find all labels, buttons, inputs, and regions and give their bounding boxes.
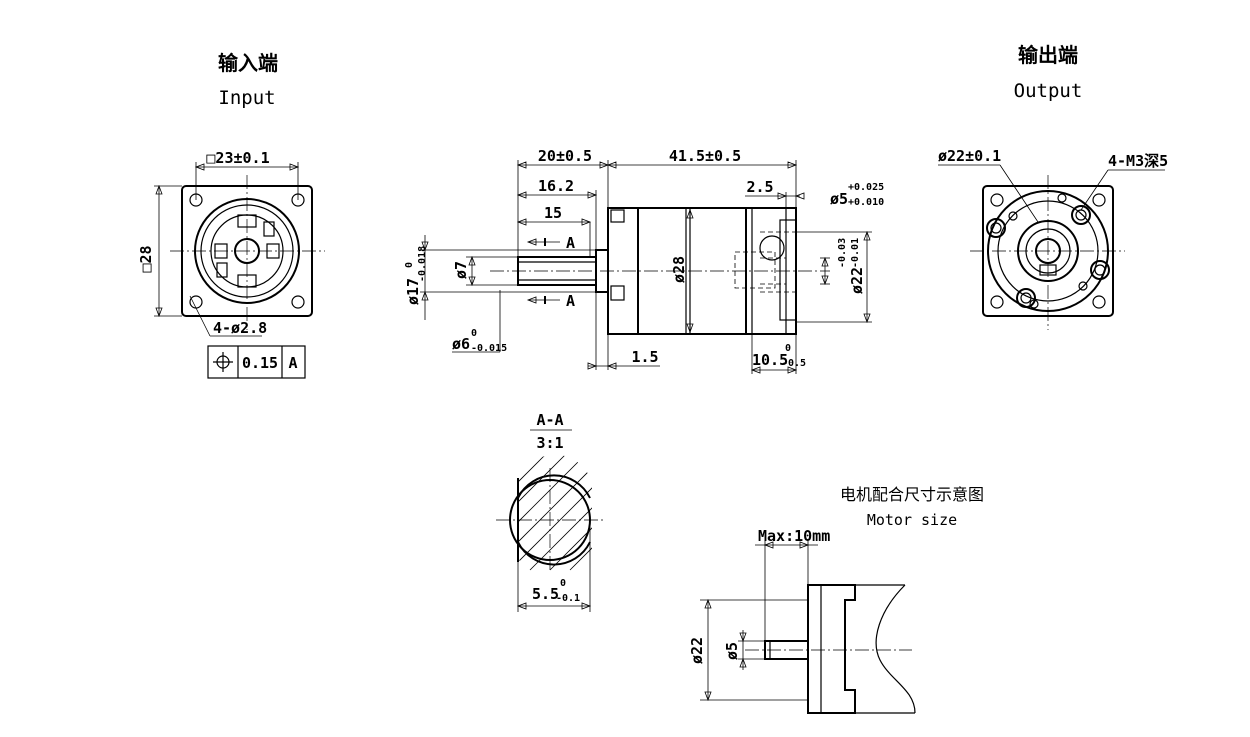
- boss-tol-lower: -0.018: [417, 246, 428, 282]
- output-screw-hole: [759, 235, 785, 261]
- motor-title-en: Motor size: [867, 511, 957, 529]
- output-thread-label: 4-M3深5: [1108, 152, 1168, 170]
- section-flat-dim: 5.5: [532, 585, 559, 603]
- motor-flange: [807, 584, 856, 714]
- pilot-tol-lower: -0.01: [850, 238, 861, 268]
- input-square-dim: □23±0.1: [206, 149, 269, 167]
- dim-2-5: 2.5: [746, 178, 773, 196]
- output-title-en: Output: [1014, 80, 1083, 102]
- dim-1-5: 1.5: [631, 348, 658, 366]
- shaft-fit-tol-upper: 0: [471, 328, 477, 339]
- boss-dia: ø17: [404, 278, 422, 305]
- output-title-cn: 输出端: [1018, 43, 1078, 67]
- bore-dim: ø5: [830, 190, 848, 208]
- body-dia: ø28: [670, 256, 688, 283]
- input-side-dim: □28: [137, 245, 155, 272]
- dim-41-5: 41.5±0.5: [669, 147, 741, 165]
- input-title-cn: 输入端: [218, 51, 278, 75]
- input-title-en: Input: [218, 87, 275, 109]
- section-a-a-view: A-A 3:1: [496, 411, 606, 612]
- motor-break-line: [875, 584, 916, 714]
- pilot-dim: ø22: [848, 267, 866, 294]
- motor-title-cn: 电机配合尺寸示意图: [840, 485, 984, 504]
- section-title: A-A: [536, 411, 563, 429]
- section-flat-tol-lower: -0.1: [556, 593, 580, 604]
- boss-tol-upper: 0: [404, 262, 415, 268]
- input-end-view: 输入端 Input □23±0: [137, 51, 325, 379]
- tolerance-datum: A: [288, 354, 297, 372]
- section-mark-top: A: [566, 234, 575, 252]
- tolerance-value: 0.15: [242, 354, 278, 372]
- dim-10-5-tol-lower: -0.5: [782, 358, 806, 369]
- dim-20: 20±0.5: [538, 147, 592, 165]
- dim-16-2: 16.2: [538, 177, 574, 195]
- shaft-dia: ø7: [452, 261, 470, 279]
- motor-shaft-dia: ø5: [723, 642, 741, 660]
- output-end-view: 输出端 Output ø22±0.1: [938, 43, 1168, 330]
- motor-pilot-dia: ø22: [688, 637, 706, 664]
- input-holes-label: 4-ø2.8: [213, 319, 267, 337]
- output-pcd-dim: ø22±0.1: [938, 147, 1001, 165]
- position-tolerance-frame: 0.15 A: [207, 345, 306, 379]
- bore-tol-upper: +0.025: [848, 182, 884, 193]
- section-flat-tol-upper: 0: [560, 578, 566, 589]
- dim-10-5-tol-upper: 0: [785, 343, 791, 354]
- bore-tol-lower: +0.010: [848, 197, 884, 208]
- motor-size-view: 电机配合尺寸示意图 Motor size Max:10mm ø22 ø5: [688, 485, 984, 714]
- dim-15: 15: [544, 204, 562, 222]
- dim-10-5: 10.5: [752, 351, 788, 369]
- pilot-tol-upper: -0.03: [837, 238, 848, 268]
- output-threaded-holes: [986, 193, 1110, 309]
- shaft-fit-tol-lower: -0.015: [471, 343, 507, 354]
- section-mark-bottom: A: [566, 292, 575, 310]
- output-mounting-holes: [990, 193, 1106, 309]
- section-scale: 3:1: [536, 434, 563, 452]
- shaft-fit-dim: ø6: [452, 335, 470, 353]
- side-view: A A 20±0.5 41.5±0.5 16.2 15 2.5 ø5 +0.02…: [404, 147, 884, 374]
- motor-max-len: Max:10mm: [758, 527, 830, 545]
